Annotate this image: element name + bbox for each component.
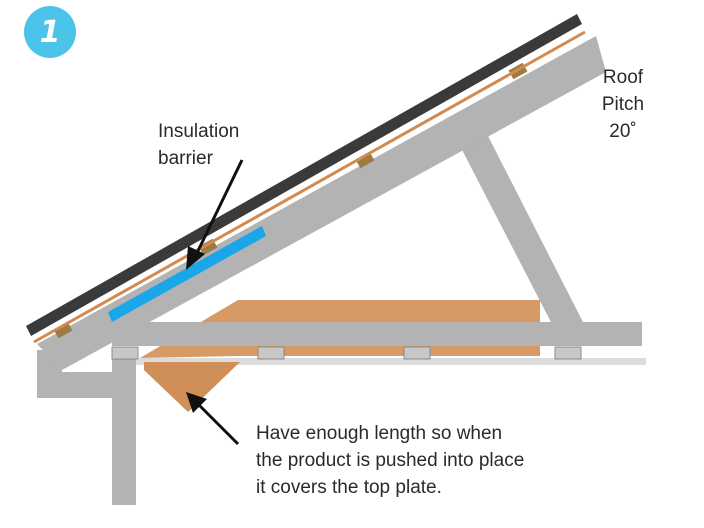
bracket [554,346,582,360]
bracket [111,346,139,360]
insulation-label-line-1: Insulation [158,121,240,142]
insulation-arrowhead [186,246,205,270]
rafter [37,36,606,370]
ceiling-joist [112,322,642,346]
product-board-extension [144,362,240,412]
roof-membrane [33,30,586,344]
roof-pitch-line-1: Roof [602,67,644,88]
batten [53,321,73,339]
insulation-label-line-2: barrier [158,148,213,169]
bracket [403,346,431,360]
roof-pitch-line-3: 20˚ [609,121,637,142]
note-arrowhead [186,392,207,413]
batten [355,151,375,169]
roof-pitch-line-2: Pitch [601,94,645,115]
step-number: 1 [39,14,61,50]
note-arrow [196,402,240,446]
installation-note: Have enough length so when the product i… [256,420,524,501]
web-strut [460,136,585,326]
roof-tiles [26,14,582,336]
note-line-1: Have enough length so when [256,423,503,444]
note-line-3: it covers the top plate. [256,477,442,498]
roof-pitch-label: Roof Pitch 20˚ [578,64,668,145]
bracket [257,346,285,360]
ceiling-line [130,358,646,365]
step-number-badge: 1 [24,6,76,58]
insulation-barrier-label: Insulation barrier [158,118,239,172]
insulation-arrow [194,159,244,256]
note-line-2: the product is pushed into place [256,450,525,471]
insulation-barrier [108,226,266,322]
